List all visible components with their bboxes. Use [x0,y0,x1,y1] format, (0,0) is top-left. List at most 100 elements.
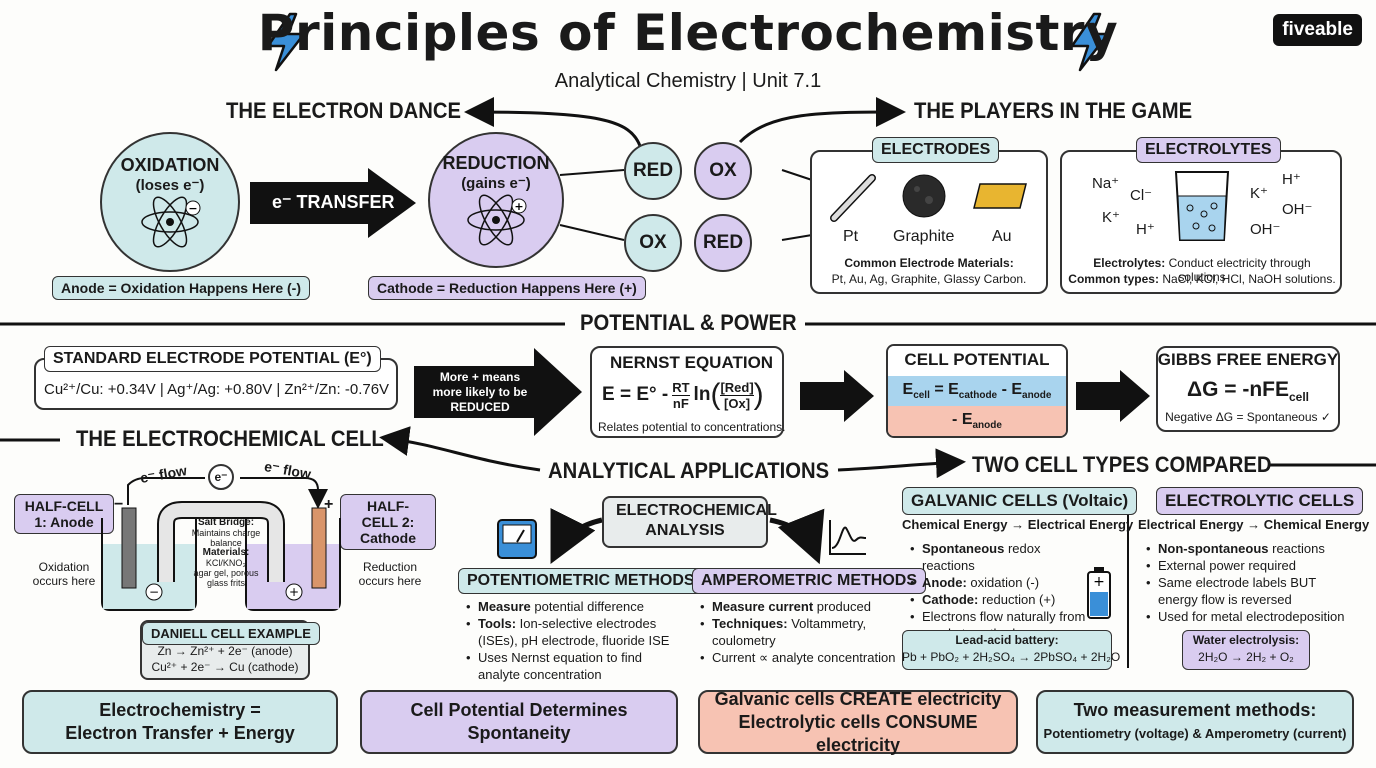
page-subtitle: Analytical Chemistry | Unit 7.1 [554,70,822,92]
svg-text:+: + [289,585,299,599]
nernst-den: nF [672,395,689,411]
nernst-caption: Relates potential to concentrations. [598,420,786,434]
electrolyte-types: Common types: NaCl, KCl, HCl, NaOH solut… [1068,272,1336,286]
cell-eq-e: E [902,381,914,398]
battery-icon: + [1086,566,1112,625]
list-item-text: produced [813,599,871,614]
cell-eq-sub2: cathode [958,390,998,402]
cathode-label: Cathode = Reduction Happens Here (+) [368,276,646,300]
ion-cl: Cl⁻ [1130,187,1153,204]
ox-circle-1: OX [694,142,752,200]
list-item-text: Voltammetry, coulometry [712,616,867,648]
transfer-arrow [250,168,418,243]
red-circle-1: RED [624,142,682,200]
gibbs-title: GIBBS FREE ENERGY [1157,350,1339,369]
list-item-text: oxidation (-) [966,575,1040,590]
likely-arrow-text: More + means more likely to be REDUCED [420,370,540,415]
electrolytes-caption: Electrolytes: Conduct electricity throug… [1068,256,1336,284]
electrolytic-example-box [1182,630,1310,670]
ion-h: H⁺ [1136,221,1155,238]
amperometric-title: AMPEROMETRIC METHODS [692,568,926,594]
sep-values: Cu²⁺/Cu: +0.34V | Ag⁺/Ag: +0.80V | Zn²⁺/… [44,381,390,398]
oxidation-circle: OXIDATION (loses e⁻) − [100,132,240,272]
list-item: Used for metal electrodeposition [1146,608,1346,625]
arrow-to-cell [800,370,876,427]
ion-oh1: OH⁻ [1282,201,1313,218]
list-item-text: potential difference [530,599,644,614]
summary-box-3: Galvanic cells CREATE electricity Electr… [698,688,1018,755]
list-item-text: reduction (+) [978,592,1056,607]
nernst-num: RT [672,379,690,396]
compare-heading: TWO CELL TYPES COMPARED [972,452,1272,477]
list-item: Techniques: Voltammetry, coulometry [700,615,900,649]
list-item: Anode: oxidation (-) [910,574,1090,591]
galvanic-example-title: Lead-acid battery: [955,633,1059,647]
electrodes-caption: Pt, Au, Ag, Graphite, Glassy Carbon. [831,272,1027,286]
pt-electrode-icon [826,172,880,231]
bolt-icon-left [262,12,310,77]
cell-potential-eq: Ecell = Ecathode - Eanode [888,376,1066,406]
reduction-circle: REDUCTION (gains e⁻) + [428,132,564,268]
nernst-title: NERNST EQUATION [610,353,774,372]
potential-heading: POTENTIAL & POWER [580,310,797,335]
list-item-text: reactions [1268,541,1325,556]
nernst-bottom: [Ox] [724,395,751,411]
gold-icon [970,180,1030,217]
reduction-text: Reduction occurs here [358,560,422,588]
list-item: External power required [1146,557,1346,574]
likely-line-2: more likely to be [432,385,528,399]
voltammogram-icon [826,518,868,563]
players-heading: THE PLAYERS IN THE GAME [914,98,1193,123]
electrodes-box [810,150,1048,294]
potentiometric-title: POTENTIOMETRIC METHODS [458,568,704,594]
galvanic-example-box [902,630,1112,670]
likely-arrow [414,348,584,441]
nernst-lhs: E = E° - [602,384,669,405]
list-item-text: Current ∝ analyte concentration [712,650,896,665]
list-item-bold: Spontaneous [922,541,1005,556]
salt-bridge-note: Salt Bridge: Maintains charge balance Ma… [186,517,266,589]
electrolytic-list: Non-spontaneous reactionsExternal power … [1146,540,1346,625]
atom-icon: + [467,193,527,246]
reduction-title: REDUCTION [442,152,550,173]
electrode-graphite-label: Graphite [893,228,955,245]
cell-eq-e2: = E [929,381,959,398]
electrolytic-title: ELECTROLYTIC CELLS [1156,487,1364,515]
ion-k2: K⁺ [1250,185,1268,202]
electrode-au-label: Au [992,228,1012,245]
list-item: Same electrode labels BUT energy flow is… [1146,574,1346,608]
gibbs-eq-sub: cell [1289,390,1310,405]
gibbs-eq: ΔG = -nFEcell [1156,378,1340,404]
transfer-label: e⁻ TRANSFER [272,192,395,212]
list-item: Non-spontaneous reactions [1146,540,1346,557]
daniell-line-2: Cu²⁺ + 2e⁻ → Cu (cathode) [151,660,299,674]
list-item-bold: Measure current [712,599,814,614]
gibbs-box [1156,346,1340,432]
graphite-icon [900,172,948,225]
electrolytes-title: ELECTROLYTES [1136,137,1281,163]
list-item: Measure current produced [700,598,900,615]
list-item: Current ∝ analyte concentration [700,649,900,666]
beaker-icon [1170,168,1234,249]
electrolytic-example: 2H₂O → 2H₂ + O₂ [1198,650,1294,664]
svg-text:−: − [149,585,159,599]
list-item: Tools: Ion-selective electrodes (ISEs), … [466,615,686,649]
half-cell-1-label: HALF-CELL 1: Anode [14,494,114,534]
electrode-pt-label: Pt [843,228,859,245]
flow-label-2: e⁻ flow [263,458,313,482]
potentiometric-list: Measure potential differenceTools: Ion-s… [466,598,686,683]
summary-2-line: Cell Potential Determines Spontaneity [410,700,628,743]
list-item-text: Used for metal electrodeposition [1158,609,1345,624]
galvanic-sub: Chemical Energy → Electrical Energy [902,517,1134,532]
list-item-text: redox reactions [922,541,1041,573]
list-item-text: External power required [1158,558,1297,573]
salt-title: Salt Bridge: [197,517,255,528]
galvanic-list: Spontaneous redox reactionsAnode: oxidat… [910,540,1090,642]
voltmeter-icon [496,518,538,565]
ox-circle-2: OX [624,214,682,272]
list-item-bold: Techniques: [712,616,788,631]
gibbs-eq-text: ΔG = -nFE [1186,378,1289,401]
summary-3-line-1: Galvanic cells CREATE electricity [714,688,1002,709]
cell-potential-title: CELL POTENTIAL [888,346,1066,376]
